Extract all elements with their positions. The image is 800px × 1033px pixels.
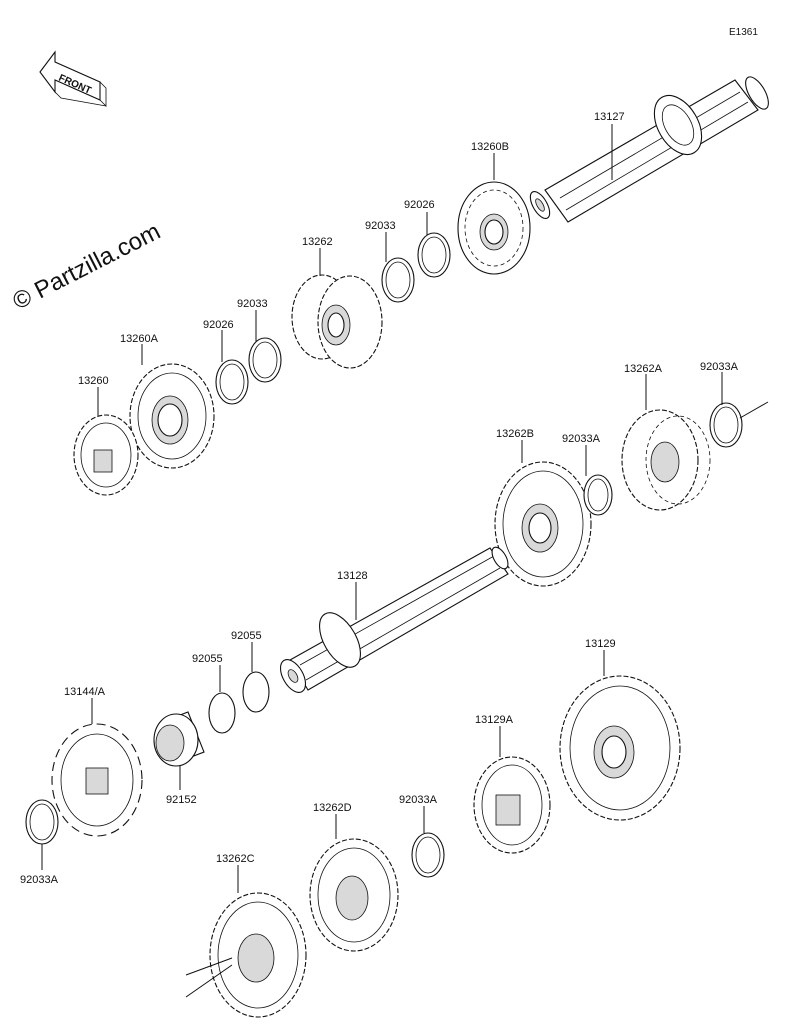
callout-92033-mid: 92033: [237, 298, 268, 310]
callout-13260: 13260: [78, 375, 109, 387]
gear-13262A[interactable]: [621, 409, 711, 511]
ring-92026-mid-inner: [219, 363, 245, 401]
axis-arrow-right: [739, 401, 769, 419]
gear-13260A[interactable]: [129, 363, 215, 469]
callout-92033A-left: 92033A: [20, 874, 59, 886]
callout-13262: 13262: [302, 236, 333, 248]
gear-13262C[interactable]: [209, 892, 307, 1018]
callout-92055-b: 92055: [231, 630, 262, 642]
circlip-92033-top-inner: [385, 261, 411, 299]
gear-13129[interactable]: [559, 675, 681, 821]
circlip-92033A-low-inner: [415, 836, 441, 874]
gear-13262[interactable]: [291, 274, 383, 369]
ring-92026-mid[interactable]: [215, 359, 249, 405]
axis-arrow-bottom: [185, 957, 233, 998]
o-ring-92055-a[interactable]: [208, 692, 236, 734]
callout-92033A-mid: 92033A: [562, 433, 601, 445]
partzilla-watermark: © Partzilla.com: [8, 218, 164, 315]
leader-lines: [41, 124, 723, 893]
callout-13262A: 13262A: [624, 363, 663, 375]
callout-13144A: 13144/A: [64, 686, 106, 698]
circlip-92033A-mid-inner: [587, 478, 609, 512]
ring-92026-top-inner: [421, 236, 447, 274]
circlip-92033-top[interactable]: [381, 257, 415, 303]
callout-92055-a: 92055: [192, 653, 223, 665]
callout-13262B: 13262B: [496, 428, 534, 440]
callout-13262C: 13262C: [216, 853, 255, 865]
callout-13127: 13127: [594, 111, 625, 123]
gear-13260[interactable]: [73, 414, 139, 496]
output-shaft-13128[interactable]: [275, 545, 511, 697]
gear-13129A[interactable]: [473, 756, 551, 854]
circlip-92033A-mid[interactable]: [583, 474, 613, 516]
circlip-92033-mid-inner: [252, 341, 278, 379]
callout-13129: 13129: [585, 638, 616, 650]
collar-92152[interactable]: [153, 711, 205, 767]
drive-shaft-13127[interactable]: [526, 73, 772, 223]
circlip-92033A-left[interactable]: [25, 799, 59, 845]
callout-92152: 92152: [166, 794, 197, 806]
callout-13260B: 13260B: [471, 141, 509, 153]
diagram-code: E1361: [729, 27, 758, 38]
callout-92026-mid: 92026: [203, 319, 234, 331]
circlip-92033A-left-inner: [29, 803, 55, 841]
o-ring-92055-b[interactable]: [242, 671, 270, 713]
gear-13260B[interactable]: [457, 181, 531, 275]
circlip-92033-mid[interactable]: [248, 337, 282, 383]
circlip-92033A-right-inner: [713, 406, 739, 444]
callout-92033A-low: 92033A: [399, 794, 438, 806]
callout-labels: 13127 13260B 92026 92033 13262 92033 920…: [20, 111, 739, 886]
gear-13262D[interactable]: [309, 838, 399, 952]
callout-13128: 13128: [337, 570, 368, 582]
gear-13262B[interactable]: [494, 461, 592, 587]
callout-92033-top: 92033: [365, 220, 396, 232]
circlip-92033A-low[interactable]: [411, 832, 445, 878]
circlip-92033A-right[interactable]: [709, 402, 743, 448]
callout-13260A: 13260A: [120, 333, 159, 345]
sprocket-13144A[interactable]: [51, 723, 143, 837]
callout-13129A: 13129A: [475, 714, 514, 726]
callout-92033A-right: 92033A: [700, 361, 739, 373]
callout-92026-top: 92026: [404, 199, 435, 211]
front-arrow-icon: FRONT: [39, 50, 107, 107]
ring-92026-top[interactable]: [417, 232, 451, 278]
callout-13262D: 13262D: [313, 802, 352, 814]
